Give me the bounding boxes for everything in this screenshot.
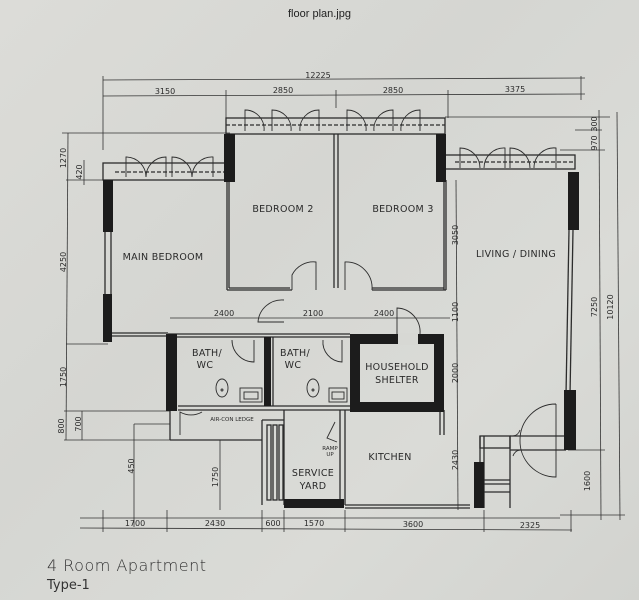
dim-left-1750: 1750 xyxy=(59,367,68,387)
dim-left-420: 420 xyxy=(75,164,84,179)
label-bath-1-line2: WC xyxy=(197,360,214,371)
dim-top-1: 3150 xyxy=(155,87,175,96)
label-service-line2: YARD xyxy=(299,481,327,492)
dim-left-4250: 4250 xyxy=(59,252,68,272)
label-bath-2-line1: BATH/ xyxy=(280,348,310,359)
dim-corridor-2: 2100 xyxy=(303,309,323,318)
label-shelter-line1: HOUSEHOLD xyxy=(365,362,429,373)
label-kitchen: KITCHEN xyxy=(368,452,411,463)
window-file-title: floor plan.jpg xyxy=(288,8,351,20)
dim-corridor-3: 2400 xyxy=(374,309,394,318)
dim-top-4: 3375 xyxy=(505,85,525,94)
dim-bottom-6: 2325 xyxy=(520,521,540,530)
label-aircon-ledge: AIR-CON LEDGE xyxy=(210,417,254,423)
dim-right-10120: 10120 xyxy=(606,294,615,319)
dim-bottom-4: 1570 xyxy=(304,519,324,528)
dim-corridor-1: 2400 xyxy=(214,309,234,318)
dim-shelter-height: 2000 xyxy=(451,363,460,383)
dim-top-total: 12225 xyxy=(305,71,330,80)
dim-bottom-5: 3600 xyxy=(403,520,423,529)
dim-bottom-1: 1700 xyxy=(125,519,145,528)
label-shelter-line2: SHELTER xyxy=(375,375,419,386)
dim-right-7250: 7250 xyxy=(590,297,599,317)
plan-subtitle: Type-1 xyxy=(47,578,90,593)
dim-shelter-gap: 1100 xyxy=(451,302,460,322)
label-service-line1: SERVICE xyxy=(292,468,334,479)
dim-right-300: 300 xyxy=(590,116,599,131)
label-living-dining: LIVING / DINING xyxy=(476,249,556,260)
label-bath-1-line1: BATH/ xyxy=(192,348,222,359)
dim-left-800: 800 xyxy=(57,418,66,433)
plan-title: 4 Room Apartment xyxy=(47,556,207,575)
dim-left-450: 450 xyxy=(127,458,136,473)
label-ramp-line2: UP xyxy=(326,452,334,458)
dim-kitchen-depth: 2430 xyxy=(451,450,460,470)
label-main-bedroom: MAIN BEDROOM xyxy=(123,252,204,263)
label-bedroom-3: BEDROOM 3 xyxy=(372,204,433,215)
dim-bed3-depth: 3050 xyxy=(451,225,460,245)
dim-right-1600: 1600 xyxy=(583,471,592,491)
dim-bottom-2: 2430 xyxy=(205,519,225,528)
dim-bottom-3: 600 xyxy=(265,519,280,528)
dim-yard-depth: 1750 xyxy=(211,467,220,487)
dim-left-700: 700 xyxy=(74,416,83,431)
dim-top-3: 2850 xyxy=(383,86,403,95)
label-bath-2-line2: WC xyxy=(285,360,302,371)
dim-left-1270: 1270 xyxy=(59,148,68,168)
dim-right-970: 970 xyxy=(590,135,599,150)
dim-top-2: 2850 xyxy=(273,86,293,95)
label-ramp-line1: RAMP xyxy=(322,446,338,452)
label-bedroom-2: BEDROOM 2 xyxy=(252,204,313,215)
